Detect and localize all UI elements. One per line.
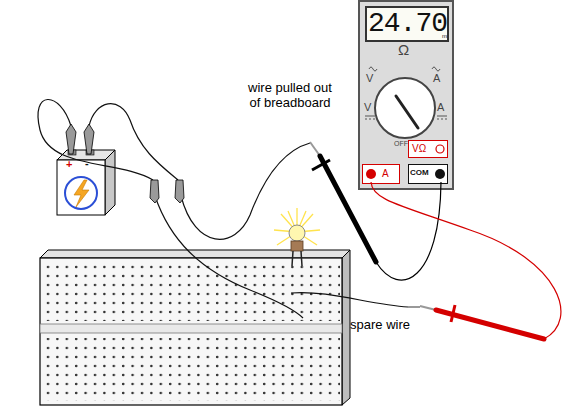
- common-jack-box: COM: [408, 164, 448, 184]
- red-test-probe: [436, 310, 544, 339]
- multimeter-body: [363, 165, 399, 183]
- light-bulb: [297, 230, 320, 232]
- red-test-probe: [420, 306, 436, 310]
- dc-volts-label: V: [364, 101, 371, 113]
- multimeter-body: [375, 78, 435, 138]
- jack-sockets: [366, 145, 445, 179]
- jack-label: COM: [410, 169, 429, 178]
- lcd-display: 24.70m: [365, 6, 449, 42]
- light-bulb: [297, 214, 313, 232]
- voltage-jack-box: VΩ: [408, 140, 448, 158]
- light-bulb: [291, 241, 303, 251]
- spare-wire: [291, 293, 408, 307]
- spare-wire: [408, 306, 420, 308]
- breadboard: [342, 250, 350, 405]
- battery-wires: [181, 143, 310, 239]
- off-label: OFF: [394, 140, 408, 148]
- light-bulb: [301, 251, 302, 266]
- light-bulb: [292, 251, 293, 266]
- light-bulb: [297, 232, 317, 245]
- battery-wires: [38, 99, 153, 180]
- battery-body: [57, 150, 115, 215]
- breadboard: [40, 250, 350, 258]
- black-test-probe: [310, 142, 320, 156]
- jack-sockets: [366, 169, 376, 179]
- light-bulb: [297, 211, 306, 232]
- ac-amps-label: A: [433, 72, 440, 84]
- ohm-symbol: Ω: [398, 42, 409, 59]
- light-bulb: [274, 208, 320, 245]
- breadboard: [44, 338, 340, 401]
- battery-wires: [38, 99, 310, 318]
- jack-sockets: [436, 145, 444, 153]
- spare-wire: [291, 293, 420, 307]
- battery-terminals: [68, 150, 94, 155]
- jack-label: VΩ: [412, 143, 426, 154]
- breadboard: [40, 258, 342, 405]
- light-bulb: [296, 208, 297, 232]
- current-jack-box: A: [362, 164, 400, 184]
- black-test-probe: [310, 142, 441, 280]
- multimeter-body: Ω V A V A OFF 24.70mVΩ A COM: [358, 0, 454, 190]
- display-unit: m: [442, 33, 447, 40]
- breadboard: [40, 324, 342, 333]
- breadboard: [40, 250, 350, 405]
- light-bulb: [288, 211, 297, 232]
- polarity-minus: -: [85, 157, 89, 169]
- display-reading: 24.70: [368, 9, 447, 40]
- alligator-clips: [150, 180, 159, 203]
- light-bulb: [289, 225, 305, 241]
- dc-amps-label: A: [437, 101, 444, 113]
- battery-body: [74, 180, 89, 207]
- light-bulb: [274, 208, 320, 266]
- light-bulb: [274, 230, 297, 232]
- breadboard: [44, 263, 340, 321]
- multimeter-body: [409, 165, 447, 183]
- battery-body: [105, 150, 115, 215]
- multimeter-body: [432, 67, 440, 71]
- wire-label: spare wire: [350, 318, 430, 333]
- alligator-clips: [84, 124, 94, 154]
- multimeter-body: [396, 96, 418, 128]
- battery-body: [57, 160, 105, 215]
- battery: +-: [57, 150, 115, 215]
- jack-sockets: [435, 169, 445, 179]
- light-bulb: [277, 232, 297, 245]
- polarity-plus: +: [66, 158, 72, 170]
- multimeter-body: [358, 0, 454, 190]
- alligator-clips: [175, 180, 184, 203]
- battery-terminals: [68, 150, 76, 155]
- jack-label: A: [382, 168, 389, 179]
- battery-wires: [89, 104, 178, 180]
- red-test-probe: [371, 182, 561, 339]
- callout-note: wire pulled out of breadboard: [248, 81, 332, 111]
- battery-terminals: [86, 150, 94, 155]
- multimeter-body: [437, 116, 447, 119]
- battery-wires: [155, 196, 303, 318]
- black-test-probe: [376, 182, 441, 280]
- multimeter-body: [409, 141, 447, 157]
- red-test-probe: [371, 182, 561, 339]
- black-test-probe: [320, 156, 376, 262]
- battery-body: [65, 177, 97, 209]
- multimeter-body: [369, 67, 377, 71]
- alligator-clips: [66, 124, 184, 203]
- light-bulb: [281, 214, 297, 232]
- multimeter-body: [365, 116, 375, 119]
- alligator-clips: [66, 124, 76, 154]
- multimeter-body: [358, 0, 454, 190]
- ac-volts-label: V: [366, 72, 373, 84]
- black-test-probe: [312, 160, 330, 170]
- red-test-probe: [451, 305, 455, 322]
